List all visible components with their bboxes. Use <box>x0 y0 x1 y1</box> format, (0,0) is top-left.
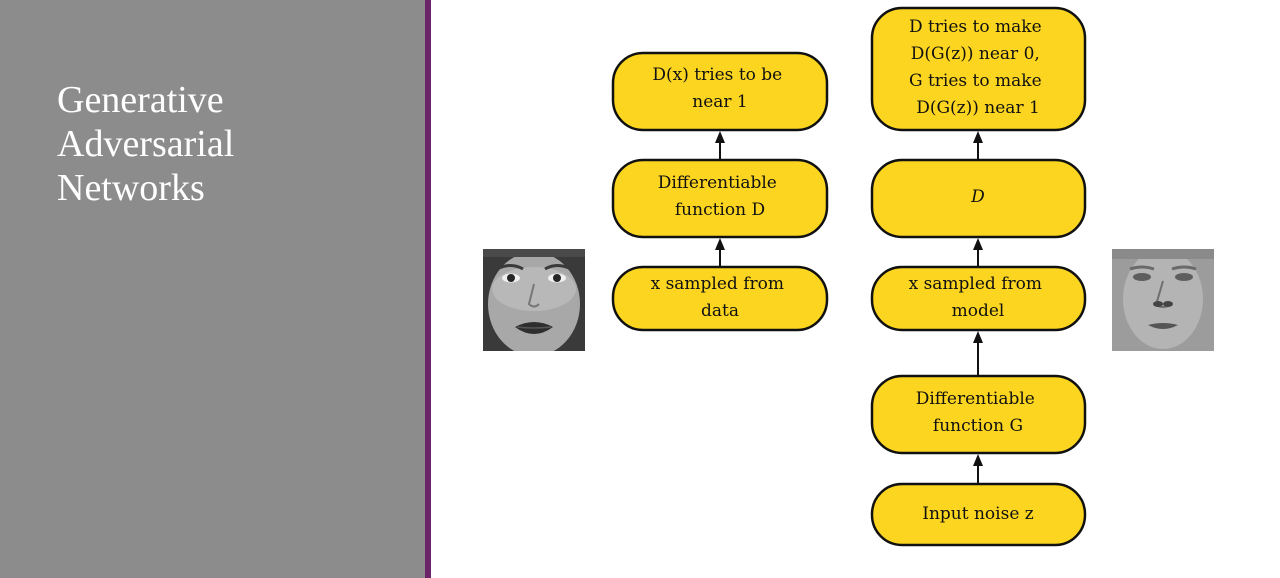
slide-title-line-1: Generative <box>57 79 224 121</box>
node-d-func-real-line-1: Differentiable <box>658 173 777 193</box>
node-d-fake-goal-line-1: D tries to make <box>909 17 1042 37</box>
arrowhead-noise-to-g_func <box>973 454 983 466</box>
node-x-model-line-2: model <box>952 301 1005 321</box>
node-d-func-real-line-2: function D <box>675 200 765 220</box>
edges <box>715 131 983 484</box>
node-x-data: x sampled from data <box>611 265 829 332</box>
node-d-func-fake: D <box>870 158 1087 239</box>
node-d-func-real: Differentiable function D <box>611 158 829 239</box>
panel-divider <box>425 0 431 578</box>
node-x-data-line-2: data <box>701 301 739 321</box>
arrowhead-d_func_real-to-d_real_goal <box>715 131 725 143</box>
node-g-func-line-1: Differentiable <box>916 389 1035 409</box>
node-d-fake-goal-line-4: D(G(z)) near 1 <box>916 98 1040 118</box>
node-x-model: x sampled from model <box>870 265 1087 332</box>
node-d-real-goal-line-1: D(x) tries to be <box>652 65 782 85</box>
svg-text:D: D <box>970 187 985 207</box>
node-d-real-goal: D(x) tries to be near 1 <box>611 51 829 132</box>
node-noise: Input noise z <box>870 482 1087 547</box>
svg-text:x sampled from data: x sampled from data <box>651 274 790 321</box>
svg-text:D tries to make D(G(z)): D tries to make D(G(z)) near 0, G tries … <box>909 17 1047 118</box>
svg-text:Differentiable function: Differentiable function G <box>916 389 1041 436</box>
arrowhead-d_func_fake-to-d_fake_goal <box>973 131 983 143</box>
real-face-image <box>483 249 585 351</box>
node-noise-line-1: Input noise z <box>922 504 1034 524</box>
node-g-func: Differentiable function G <box>870 374 1087 455</box>
arrowhead-g_func-to-x_model <box>973 331 983 343</box>
node-g-func-line-2: function G <box>933 416 1023 436</box>
node-x-data-line-1: x sampled from <box>651 274 784 294</box>
title-panel: Generative Adversarial Networks <box>0 0 425 578</box>
svg-text:D(x) tries to be near 1: D(x) tries to be near 1 <box>652 65 787 112</box>
slide-title-line-2: Adversarial <box>57 123 235 165</box>
arrowhead-x_model-to-d_func_fake <box>973 238 983 250</box>
node-d-fake-goal: D tries to make D(G(z)) near 0, G tries … <box>870 6 1087 132</box>
generated-face-image <box>1112 249 1214 351</box>
node-d-fake-goal-line-2: D(G(z)) near 0, <box>911 44 1040 64</box>
slide-title: Generative Adversarial Networks <box>57 78 234 210</box>
arrowhead-x_data-to-d_func_real <box>715 238 725 250</box>
svg-text:x sampled from model: x sampled from model <box>909 274 1048 321</box>
node-d-fake-goal-line-3: G tries to make <box>909 71 1042 91</box>
svg-text:Input noise z: Input noise z <box>922 504 1034 524</box>
node-d-real-goal-line-2: near 1 <box>692 92 748 112</box>
node-d-func-fake-line-1: D <box>970 187 985 207</box>
slide-title-line-3: Networks <box>57 167 205 209</box>
node-x-model-line-1: x sampled from <box>909 274 1042 294</box>
svg-text:Differentiable function: Differentiable function D <box>658 173 783 220</box>
